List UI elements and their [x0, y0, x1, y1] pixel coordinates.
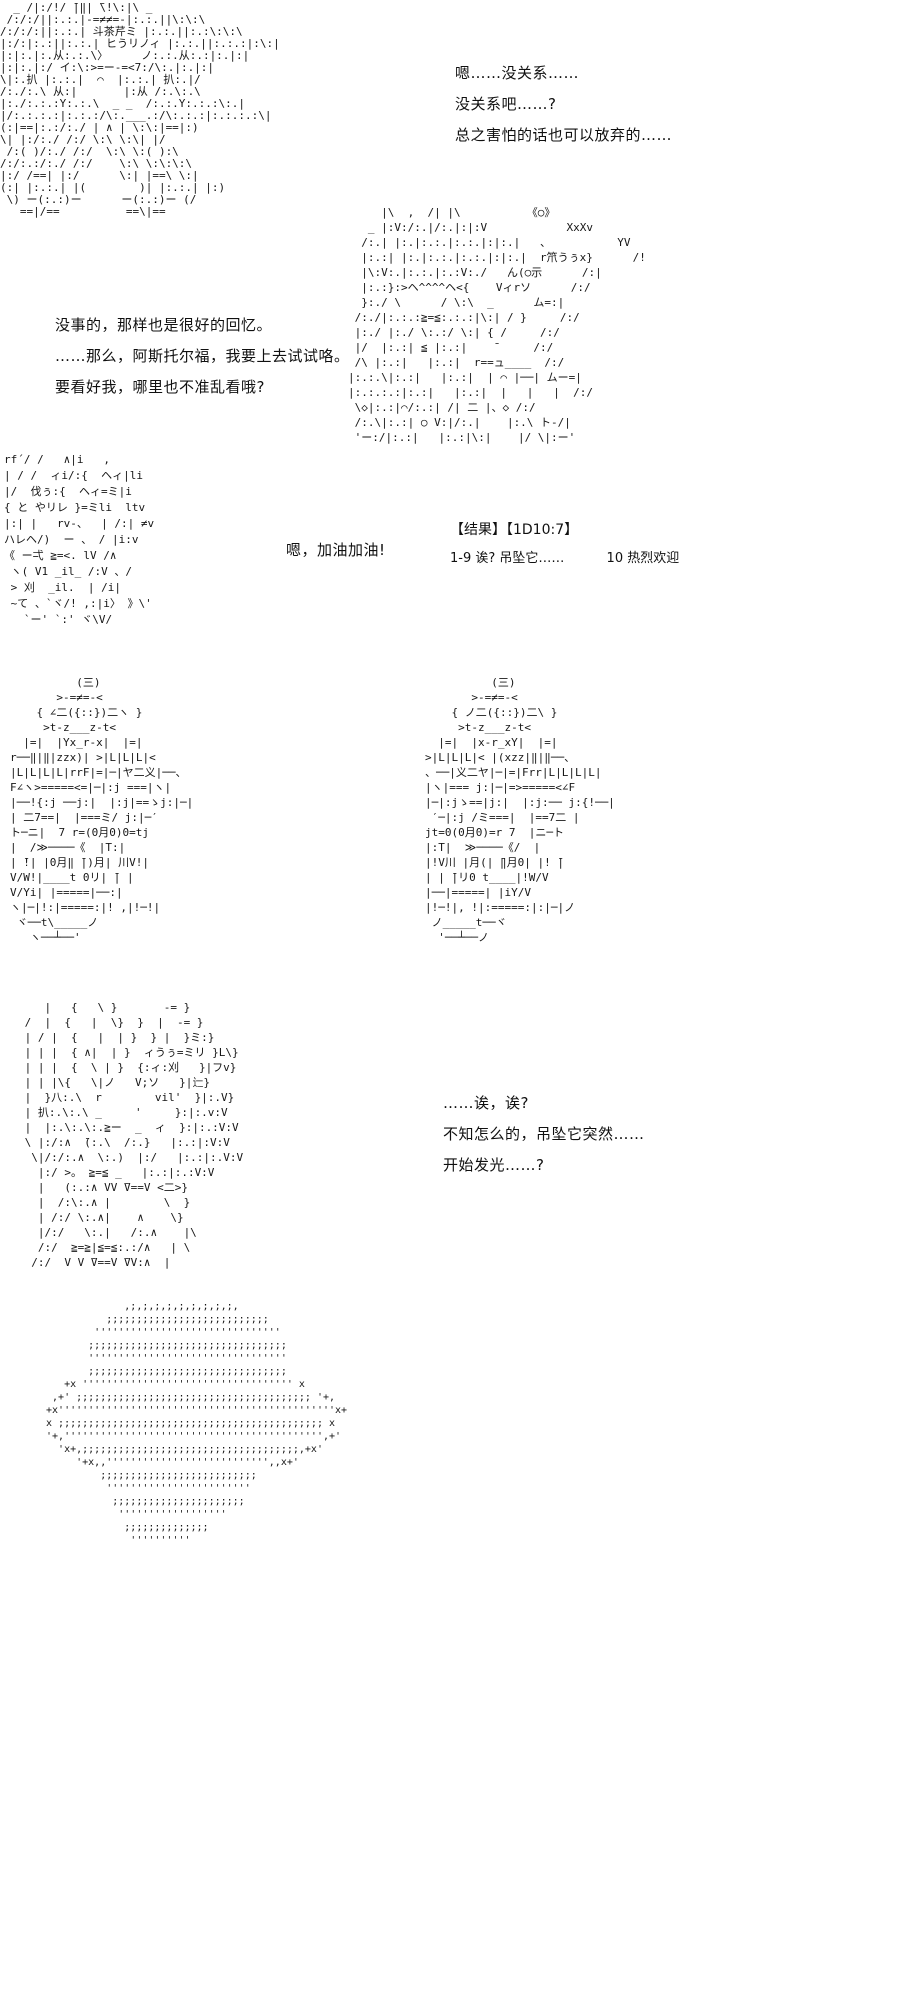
dice-option-low: 1-9 诶? 吊坠它……: [450, 551, 565, 566]
dialogue-line: 要看好我，哪里也不准乱看哦?: [55, 378, 265, 396]
dialogue-line: 开始发光……?: [443, 1156, 545, 1174]
ascii-art-pendant-left: (三) >‐=≠=‐< { ∠二({::})二ヽ } >t-z___z-t< |…: [10, 676, 194, 944]
ascii-art-character-small-left: rf´/ / ∧|i , | / / ィi/:{ ヘィ|li |/ 伐ぅ:{ ヘ…: [4, 453, 155, 626]
dialogue-block-bottom-right: ……诶，诶? 不知怎么的，吊坠它突然…… 开始发光……?: [443, 1088, 645, 1181]
dialogue-line: 嗯……没关系……: [455, 64, 580, 82]
dialogue-line: 总之害怕的话也可以放弃的……: [455, 126, 673, 144]
ascii-art-character-top-right: |\ , /| |\ 《○》 _ |:V:/:.|/:.|:|:V XxXv /…: [348, 206, 646, 444]
dice-option-high: 10 热烈欢迎: [606, 551, 680, 566]
dialogue-line: ……那么，阿斯托尔福，我要上去试试咯。: [55, 347, 350, 365]
dialogue-line: 不知怎么的，吊坠它突然……: [443, 1125, 645, 1143]
ascii-art-pendant-right: (三) >‐=≠=‐< { ノ二({::})二\ } >t-z___z-t< |…: [425, 676, 615, 944]
ascii-art-glowing-pendant: ,;,;,;,;,;,;,;,;,;, ;;;;;;;;;;;;;;;;;;;;…: [46, 1301, 348, 1546]
cheer-line: 嗯，加油加油!: [286, 535, 386, 566]
dialogue-block-mid-left: 没事的，那样也是很好的回忆。 ……那么，阿斯托尔福，我要上去试试咯。 要看好我，…: [55, 310, 350, 403]
dice-result-options: 1-9 诶? 吊坠它…… 10 热烈欢迎: [450, 550, 679, 568]
ascii-art-character-bottom: | { \ } -= } / | { | \} } | -= } | / | {…: [24, 1001, 244, 1269]
dice-result-block: 【结果】【1D10:7】 1-9 诶? 吊坠它…… 10 热烈欢迎: [450, 520, 679, 568]
dialogue-line: 嗯，加油加油!: [286, 541, 386, 559]
dice-result-header: 【结果】【1D10:7】: [450, 522, 579, 538]
dialogue-block-top-right: 嗯……没关系…… 没关系吧……? 总之害怕的话也可以放弃的……: [455, 58, 672, 151]
dialogue-line: 没事的，那样也是很好的回忆。: [55, 316, 273, 334]
ascii-art-character-top-left: _ /|:/!/ ̄|‖| ̄\!\:|\ _ /:/:/||:.:.|-=≠≠…: [0, 1, 280, 218]
dialogue-line: 没关系吧……?: [455, 95, 557, 113]
dialogue-line: ……诶，诶?: [443, 1094, 529, 1112]
